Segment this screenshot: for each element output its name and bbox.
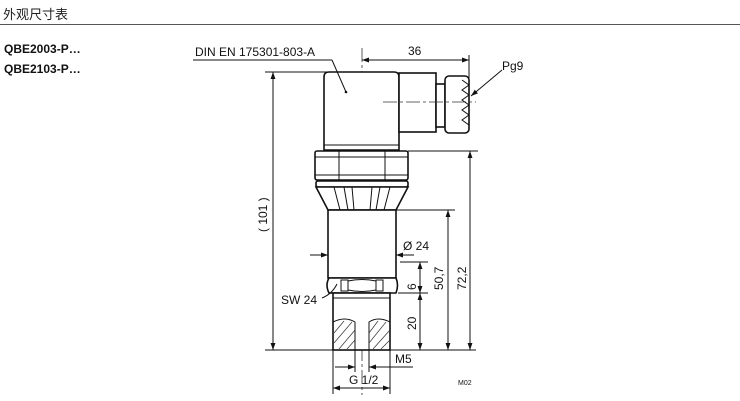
figure-id: M02 [458,380,472,387]
body-cylinder [327,209,397,279]
outer-thread-label: G 1/2 [349,373,379,387]
model-label: QBE2103-P… [4,62,81,76]
dim-connector-width: 36 [408,44,422,58]
dim-total-height: ( 101 ) [256,197,270,232]
cable-gland-label: Pg9 [502,59,524,73]
ring-nut [314,150,409,181]
dim-height-to-nut: 72,2 [455,266,469,290]
connector-housing [323,71,476,151]
model-label: QBE2003-P… [4,42,81,56]
cooling-fins [314,180,410,211]
dim-hex-height: 6 [405,283,419,290]
dim-body-height: 50,7 [432,266,446,290]
connector-standard-label: DIN EN 175301-803-A [195,45,315,59]
dim-diameter: Ø 24 [403,239,429,253]
title-divider [0,24,740,25]
hex-nut [326,277,399,294]
wrench-size-label: SW 24 [281,293,317,307]
section-title: 外观尺寸表 [3,8,69,23]
inner-thread-label: M5 [395,352,412,366]
process-thread [332,292,391,351]
dim-thread-length: 20 [405,316,419,330]
